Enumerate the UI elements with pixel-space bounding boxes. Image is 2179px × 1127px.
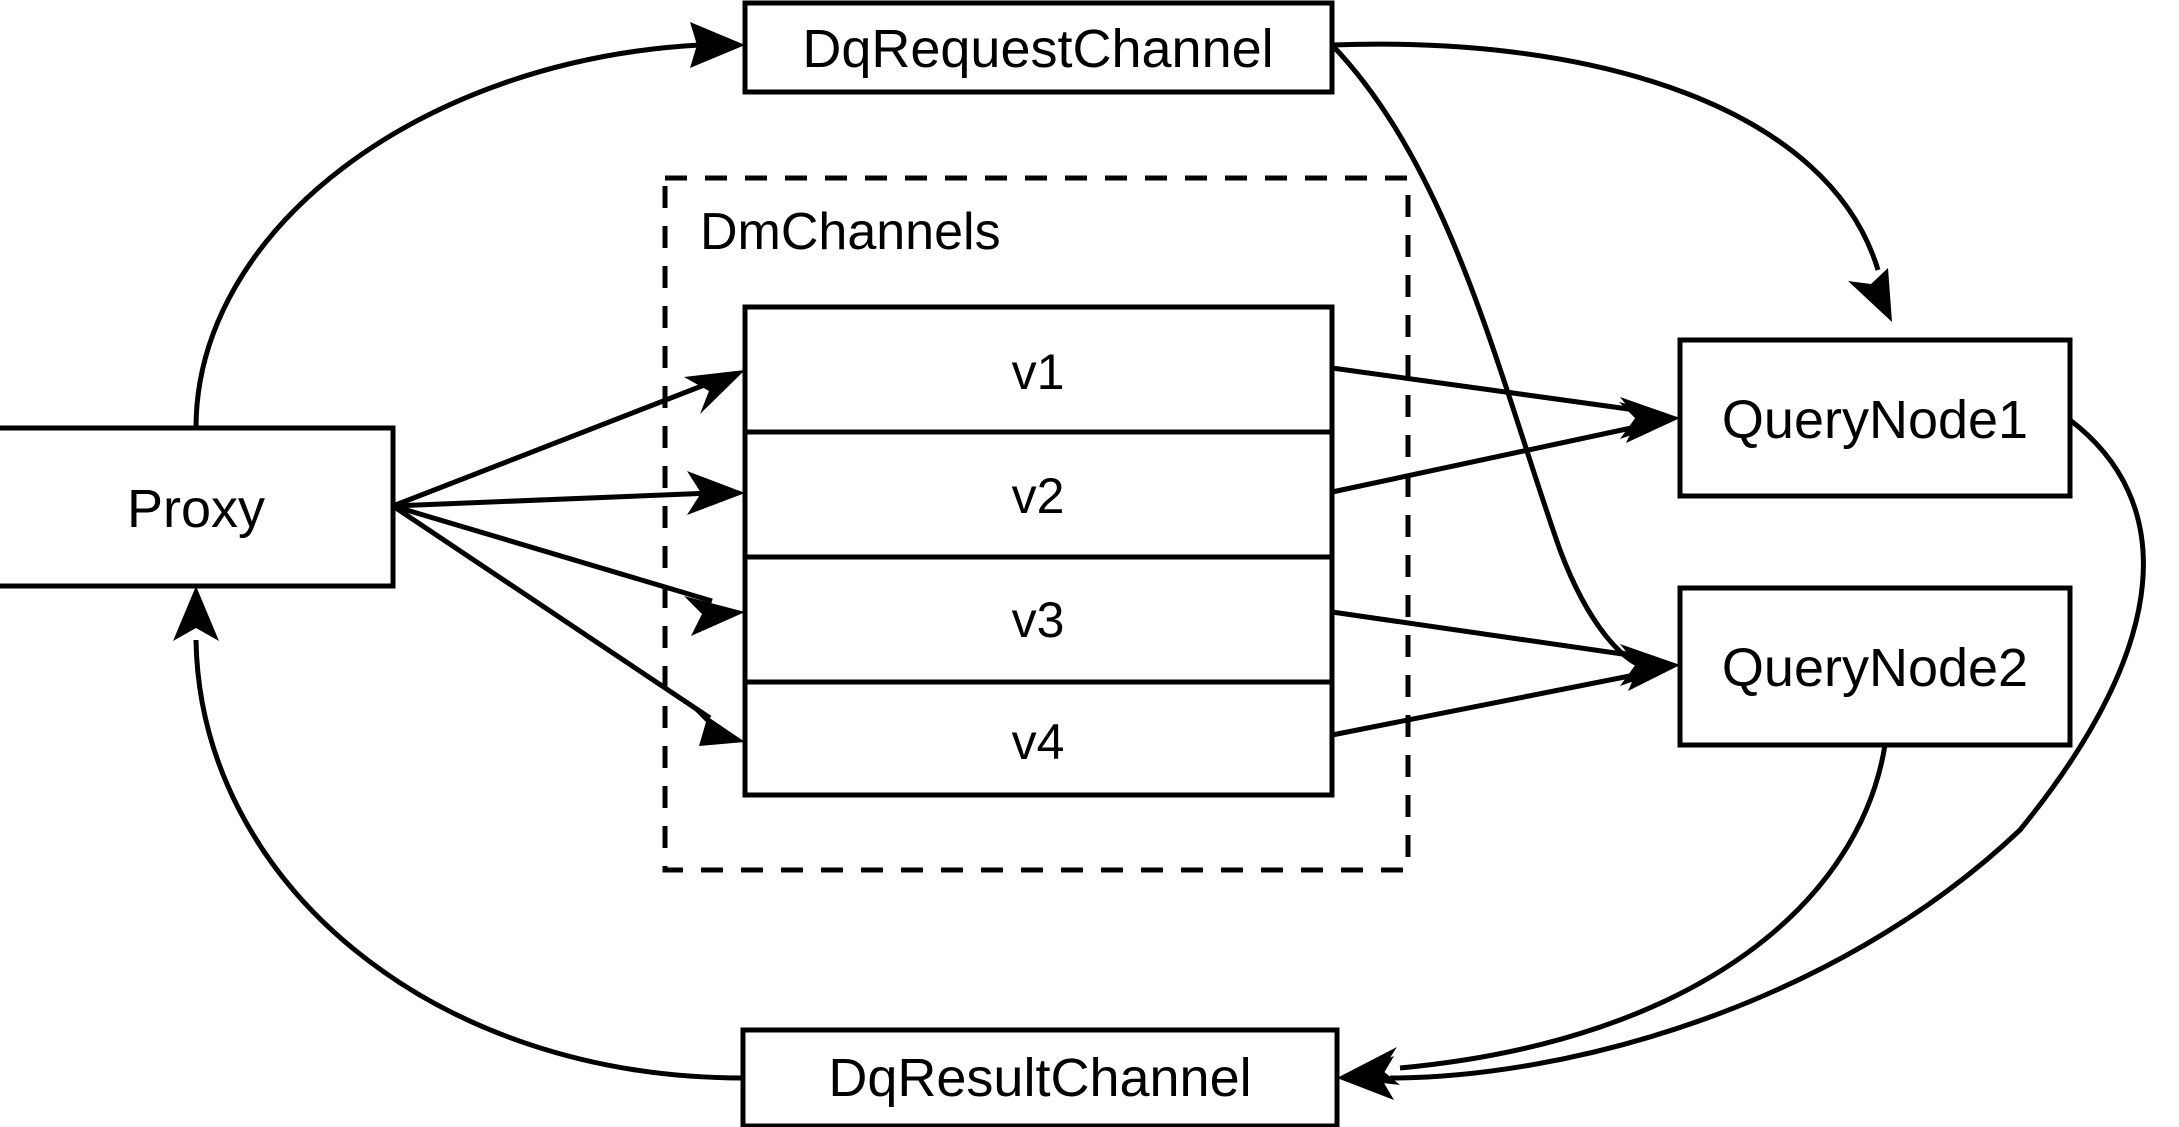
vchannel-stack-border xyxy=(742,304,1335,798)
edge-dqresultchannel-to-proxy xyxy=(173,586,744,1081)
node-querynode2[interactable]: QueryNode2 xyxy=(1677,585,2073,748)
node-dqrequestchannel-box[interactable] xyxy=(742,0,1335,95)
arrowhead xyxy=(684,370,745,414)
vchannel-item-v3[interactable]: v3 xyxy=(1012,592,1065,648)
edge-v2-to-querynode1 xyxy=(1331,402,1680,495)
vchannel-item-v4[interactable]: v4 xyxy=(1012,714,1065,770)
edge-dqrequestchannel-to-querynode2 xyxy=(1330,43,1680,685)
arrowhead xyxy=(686,702,745,746)
vchannel-item-v2[interactable]: v2 xyxy=(1012,468,1065,524)
edge-proxy-to-v1 xyxy=(392,370,745,509)
node-dqresultchannel[interactable]: DqResultChannel xyxy=(740,1027,1340,1127)
edge-querynode2-to-dqresultchannel xyxy=(1337,744,1888,1085)
arrowhead xyxy=(684,596,745,636)
edge-querynode1-to-dqresultchannel xyxy=(1337,418,2146,1100)
edge-proxy-to-v4 xyxy=(391,503,745,746)
arrowhead xyxy=(690,22,745,68)
vchannel-item-v1[interactable]: v1 xyxy=(1012,344,1065,400)
arrowhead xyxy=(1848,268,1892,322)
edge-proxy-to-dqrequestchannel xyxy=(193,22,745,429)
node-dqresultchannel-label: DqResultChannel xyxy=(828,1048,1251,1108)
vchannel-stack: v1 v2 v3 v4 xyxy=(742,304,1335,798)
node-dqresultchannel-box[interactable] xyxy=(740,1027,1340,1127)
arrowhead xyxy=(1337,1047,1400,1085)
arrowhead xyxy=(1619,402,1680,443)
node-proxy-label: Proxy xyxy=(127,479,265,539)
edge-proxy-to-v2 xyxy=(392,471,745,515)
node-querynode1-label: QueryNode1 xyxy=(1722,390,2028,450)
edge-v4-to-querynode2 xyxy=(1331,650,1680,738)
node-proxy-box[interactable] xyxy=(0,425,396,589)
node-querynode2-box[interactable] xyxy=(1677,585,2073,748)
dmchannels-group-label: DmChannels xyxy=(700,203,1001,261)
node-querynode1-box[interactable] xyxy=(1677,337,2073,499)
arrowhead xyxy=(1620,650,1680,691)
dmchannels-group-border xyxy=(662,175,1411,873)
arrowhead xyxy=(687,471,745,515)
node-dqrequestchannel-label: DqRequestChannel xyxy=(802,19,1273,79)
node-proxy[interactable]: Proxy xyxy=(0,425,396,589)
arrowhead xyxy=(173,586,219,641)
node-dqrequestchannel[interactable]: DqRequestChannel xyxy=(742,0,1335,95)
node-querynode1[interactable]: QueryNode1 xyxy=(1677,337,2073,499)
edge-proxy-to-v3 xyxy=(392,503,745,636)
node-querynode2-label: QueryNode2 xyxy=(1722,638,2028,698)
dmchannels-group: DmChannels xyxy=(662,175,1411,873)
edge-dqrequestchannel-to-querynode1 xyxy=(1331,41,1892,322)
